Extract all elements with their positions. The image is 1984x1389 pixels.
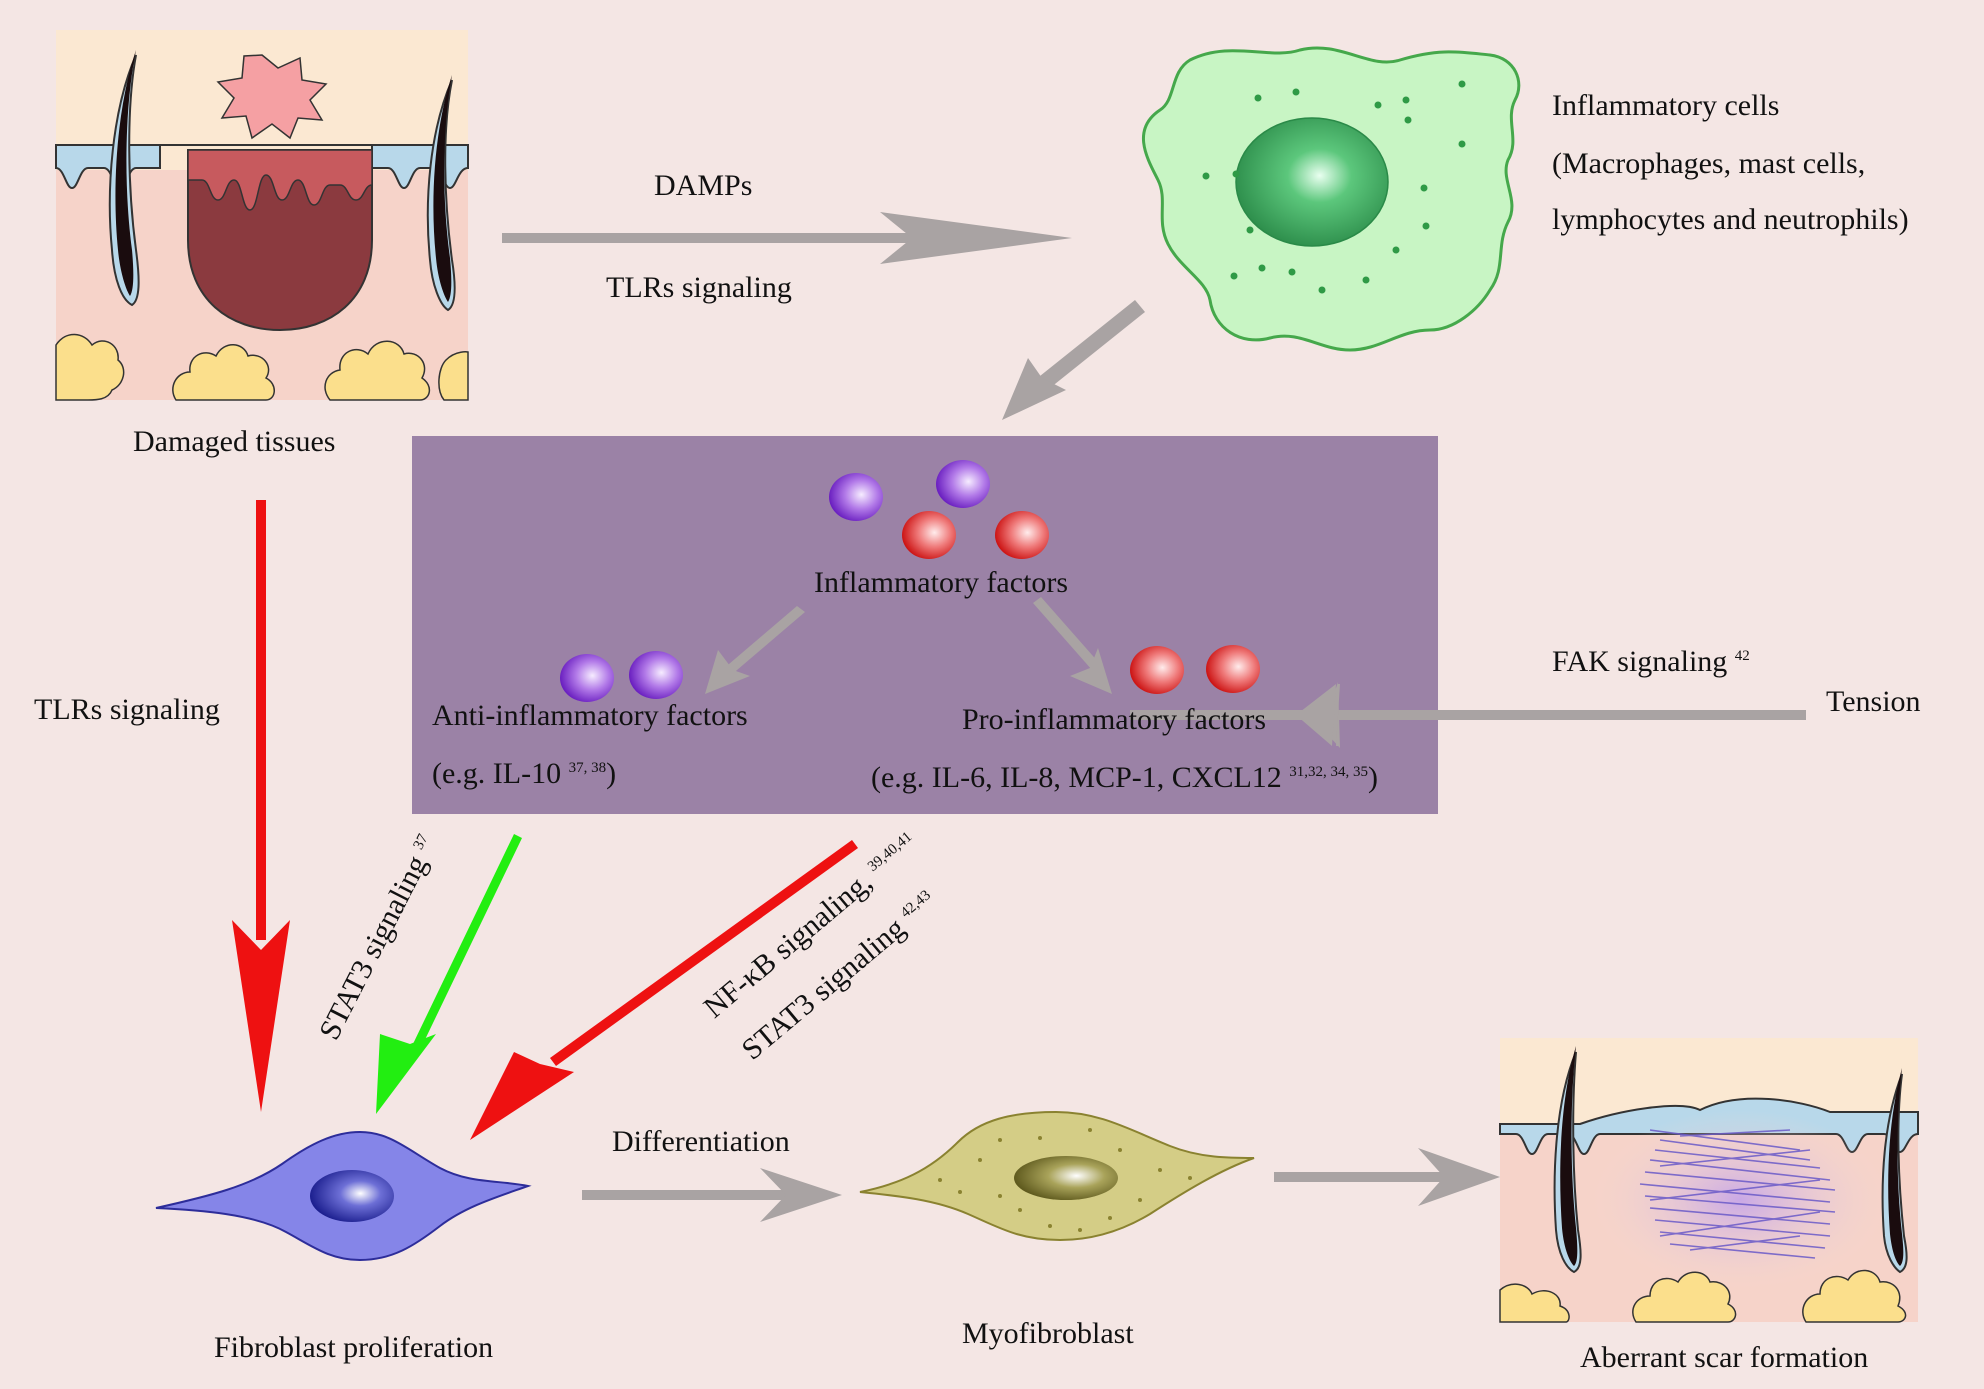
inflammatory-factors-label: Inflammatory factors: [814, 566, 1069, 599]
pro-inflammatory-cell-icon: [995, 511, 1049, 559]
anti-inflammatory-cell-icon: [629, 651, 683, 699]
myofibroblast-label: Myofibroblast: [962, 1317, 1134, 1350]
to-scar-arrow: [1274, 1148, 1500, 1206]
pro-inflammatory-cell-icon: [902, 511, 956, 559]
inflammatory-factors-box: [412, 436, 1438, 814]
anti-inflammatory-cell-icon: [936, 460, 990, 508]
pro-example-text: (e.g. IL-6, IL-8, MCP-1, CXCL12: [871, 761, 1282, 794]
anti-inflammatory-example: (e.g. IL-10 37, 38): [432, 756, 616, 792]
inflammatory-cells-subtitle-2: lymphocytes and neutrophils): [1552, 203, 1909, 236]
inflammatory-cells-title: Inflammatory cells: [1552, 89, 1780, 122]
cell-to-factors-arrow: [1002, 300, 1145, 420]
tlrs-signaling-top-label: TLRs signaling: [606, 271, 792, 304]
pro-example-close: ): [1368, 761, 1379, 794]
stat3-green-arrow: [376, 834, 522, 1114]
fibroblast-illustration: [155, 1130, 532, 1262]
anti-inflammatory-cell-icon: [560, 654, 614, 702]
tlrs-signaling-left-label: TLRs signaling: [34, 693, 220, 726]
anti-example-close: ): [606, 757, 617, 790]
differentiation-label: Differentiation: [612, 1125, 790, 1158]
tension-label: Tension: [1826, 685, 1921, 718]
to-anti-arrow: [705, 606, 805, 694]
myofibroblast-illustration: [859, 1110, 1255, 1242]
anti-inflammatory-cell-icon: [829, 473, 883, 521]
damps-label: DAMPs: [654, 169, 753, 202]
damaged-tissue-illustration: [55, 30, 469, 401]
differentiation-arrow: [582, 1168, 842, 1222]
anti-example-refs: 37, 38: [568, 760, 607, 776]
damps-arrow: [502, 212, 1072, 264]
to-pro-arrow: [1033, 597, 1112, 694]
aberrant-scar-label: Aberrant scar formation: [1580, 1341, 1869, 1374]
pro-inflammatory-label: Pro-inflammatory factors: [962, 703, 1267, 736]
anti-example-text: (e.g. IL-10: [432, 757, 562, 790]
aberrant-scar-illustration: [1499, 1038, 1919, 1323]
inflammatory-cell-illustration: [1141, 46, 1521, 352]
fak-signaling-refs: 42: [1734, 648, 1750, 664]
tension-arrow: [1130, 682, 1806, 748]
fibroblast-proliferation-label: Fibroblast proliferation: [214, 1331, 494, 1364]
pro-inflammatory-example: (e.g. IL-6, IL-8, MCP-1, CXCL12 31,32, 3…: [871, 760, 1378, 796]
factor-cells: [560, 460, 1260, 702]
fak-signaling-text: FAK signaling: [1552, 645, 1728, 678]
anti-inflammatory-label: Anti-inflammatory factors: [432, 699, 748, 732]
pro-example-refs: 31,32, 34, 35: [1289, 764, 1369, 780]
damaged-tissues-label: Damaged tissues: [133, 425, 336, 458]
inflammatory-cells-subtitle: (Macrophages, mast cells,: [1552, 147, 1866, 180]
tlrs-red-arrow: [232, 500, 290, 1112]
pro-inflammatory-cell-icon: [1206, 645, 1260, 693]
nfkb-red-arrow: [470, 840, 858, 1140]
pro-inflammatory-cell-icon: [1130, 646, 1184, 694]
fak-signaling-label: FAK signaling 42: [1552, 644, 1750, 680]
